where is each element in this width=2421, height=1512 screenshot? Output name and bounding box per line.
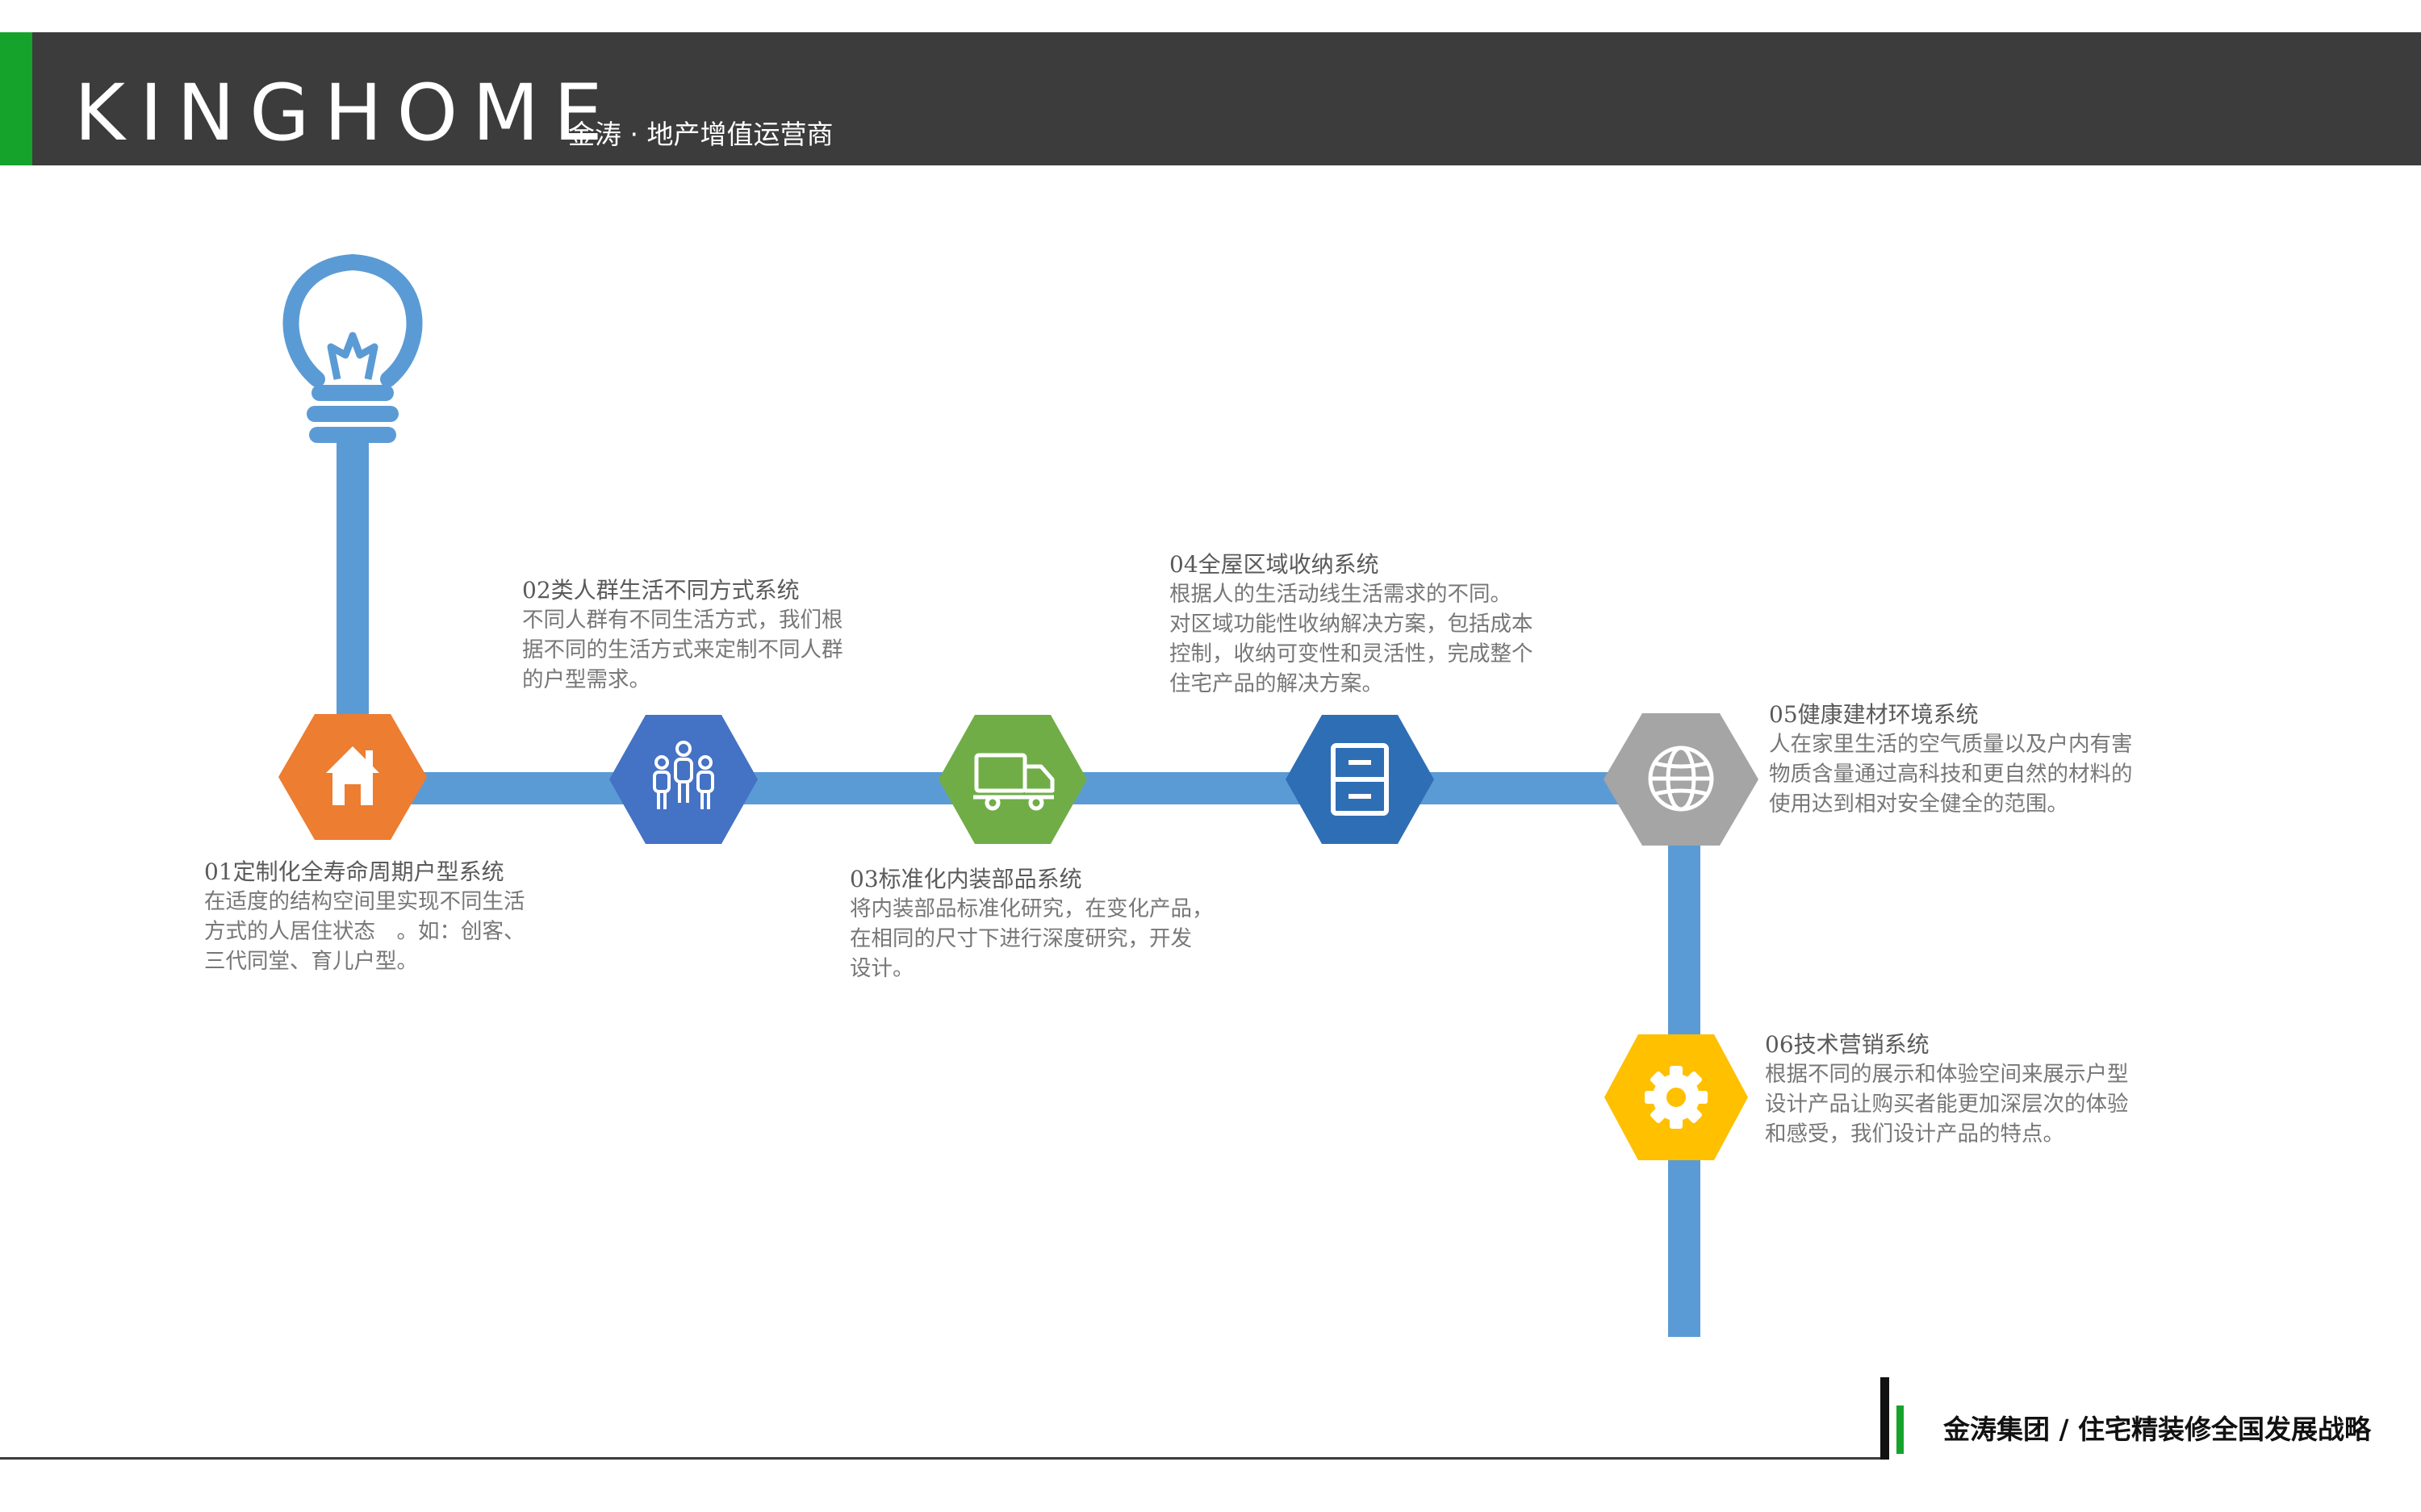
- step-06-desc-line-1: 根据不同的展示和体验空间来展示户型: [1765, 1062, 2129, 1087]
- step-03-text: 03标准化内装部品系统 将内装部品标准化研究，在变化产品， 在相同的尺寸下进行深…: [850, 864, 1214, 984]
- step-01-desc-line-3: 三代同堂、育儿户型。: [204, 949, 418, 974]
- step-06-desc-line-3: 和感受，我们设计产品的特点。: [1765, 1121, 2064, 1147]
- step-05-text: 05健康建材环境系统 人在家里生活的空气质量以及户内有害 物质含量通过高科技和更…: [1769, 700, 2133, 819]
- step-01-title: 01定制化全寿命周期户型系统: [204, 858, 504, 885]
- step-02-title: 02类人群生活不同方式系统: [522, 577, 800, 604]
- step-04-desc-line-1: 根据人的生活动线生活需求的不同。: [1169, 582, 1512, 607]
- footer-rule: [0, 1457, 1880, 1460]
- gear-icon: [1645, 1066, 1708, 1129]
- step-05-desc-line-2: 物质含量通过高科技和更自然的材料的: [1769, 762, 2133, 787]
- step-02-text: 02类人群生活不同方式系统 不同人群有不同生活方式，我们根 据不同的生活方式来定…: [522, 575, 843, 695]
- footer-accent-black: [1880, 1377, 1889, 1460]
- step-02-desc-line-3: 的户型需求。: [522, 667, 650, 692]
- step-02-hexagon: [609, 715, 758, 844]
- globe-icon: [1648, 746, 1714, 812]
- step-04-hexagon: [1286, 715, 1434, 844]
- step-03-hexagon: [939, 715, 1087, 844]
- header-accent-bar: [0, 32, 32, 165]
- step-03-title: 03标准化内装部品系统: [850, 866, 1082, 892]
- step-04-desc-line-3: 控制，收纳可变性和灵活性，完成整个: [1169, 641, 1533, 666]
- people-icon: [653, 741, 714, 809]
- step-04-text: 04全屋区域收纳系统 根据人的生活动线生活需求的不同。 对区域功能性收纳解决方案…: [1169, 549, 1533, 699]
- step-03-desc-line-3: 设计。: [850, 956, 914, 981]
- step-01-desc-line-1: 在适度的结构空间里实现不同生活: [204, 889, 525, 914]
- step-06-desc-line-2: 设计产品让购买者能更加深层次的体验: [1765, 1092, 2129, 1117]
- step-04-desc-line-2: 对区域功能性收纳解决方案，包括成本: [1169, 612, 1533, 637]
- step-06-hexagon: [1604, 1034, 1748, 1160]
- step-01-hexagon: [278, 714, 427, 840]
- step-04-desc-line-4: 住宅产品的解决方案。: [1169, 671, 1383, 696]
- step-06-text: 06技术营销系统 根据不同的展示和体验空间来展示户型 设计产品让购买者能更加深层…: [1765, 1030, 2129, 1149]
- step-03-desc-line-1: 将内装部品标准化研究，在变化产品，: [850, 896, 1214, 921]
- truck-icon: [973, 753, 1055, 811]
- step-02-desc-line-1: 不同人群有不同生活方式，我们根: [522, 608, 843, 633]
- step-01-text: 01定制化全寿命周期户型系统 在适度的结构空间里实现不同生活 方式的人居住状态 …: [204, 857, 525, 976]
- house-icon: [326, 746, 379, 805]
- header-bar: [0, 32, 2421, 165]
- cabinet-icon: [1331, 743, 1389, 816]
- step-05-desc-line-3: 使用达到相对安全健全的范围。: [1769, 792, 2068, 817]
- footer-title: 金涛集团 / 住宅精装修全国发展战略: [1943, 1414, 2372, 1445]
- step-03-desc-line-2: 在相同的尺寸下进行深度研究，开发: [850, 926, 1192, 951]
- step-05-desc-line-1: 人在家里生活的空气质量以及户内有害: [1769, 732, 2133, 757]
- step-05-hexagon: [1604, 713, 1758, 846]
- lightbulb-icon: [282, 253, 423, 443]
- brand-subtitle: 金涛 · 地产增值运营商: [568, 119, 834, 150]
- step-02-desc-line-2: 据不同的生活方式来定制不同人群: [522, 637, 843, 662]
- step-01-desc-line-2: 方式的人居住状态 。如：创客、: [204, 919, 525, 944]
- step-06-title: 06技术营销系统: [1765, 1031, 1930, 1058]
- step-04-title: 04全屋区域收纳系统: [1169, 551, 1379, 578]
- brand-logo-text: KINGHOME: [74, 68, 617, 158]
- footer-accent-green: [1896, 1405, 1904, 1454]
- step-05-title: 05健康建材环境系统: [1769, 701, 1979, 728]
